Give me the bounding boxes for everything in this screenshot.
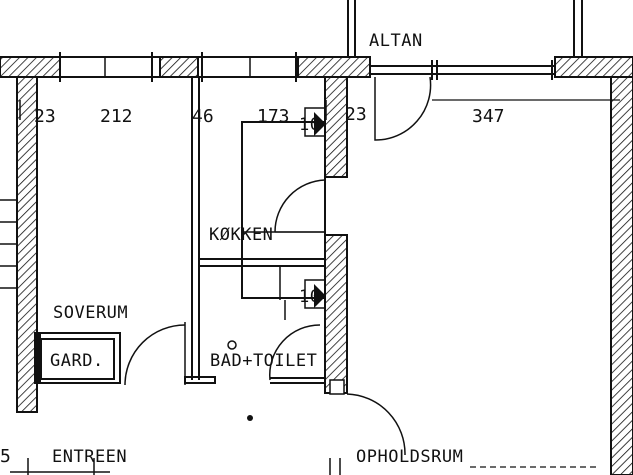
label-entreen: ENTREEN [52,447,127,467]
label-soverum: SOVERUM [53,303,128,323]
shaft-label-lower: 10 [299,287,320,307]
drain-symbol [227,340,237,350]
dimension-46: 46 [192,106,214,127]
kitchen-bath-partition [199,258,325,384]
label-altan: ALTAN [369,31,423,51]
dimension-23-left: 23 [34,106,56,127]
door-bedroom [124,322,186,386]
dimension-5: 5 [0,446,11,467]
kitchen-living-wall [324,76,348,395]
ventilation-shaft-lower [304,279,326,309]
door-living [346,393,406,456]
door-bathroom [269,324,321,381]
shaft-label-upper: 10 [299,115,320,135]
label-bad-toilet: BAD+TOILET [210,351,317,371]
left-wall [0,76,38,413]
balcony-walls [347,0,583,58]
ceiling-light-symbol [247,415,253,421]
ventilation-shaft-upper [304,107,326,137]
label-kokken: KØKKEN [209,225,273,245]
label-gard: GARD. [50,351,104,371]
door-balcony [374,76,432,141]
door-kitchen [274,179,326,233]
dimension-347: 347 [472,106,505,127]
dimension-ticks [19,99,620,120]
dimension-23-right: 23 [345,104,367,125]
right-wall [610,76,633,475]
wardrobe [34,332,121,384]
label-opholdsrum: OPHOLDSRUM [356,447,463,467]
top-wall [0,52,633,82]
entrance-lines [10,458,600,475]
dimension-212: 212 [100,106,133,127]
dimension-173: 173 [257,106,290,127]
